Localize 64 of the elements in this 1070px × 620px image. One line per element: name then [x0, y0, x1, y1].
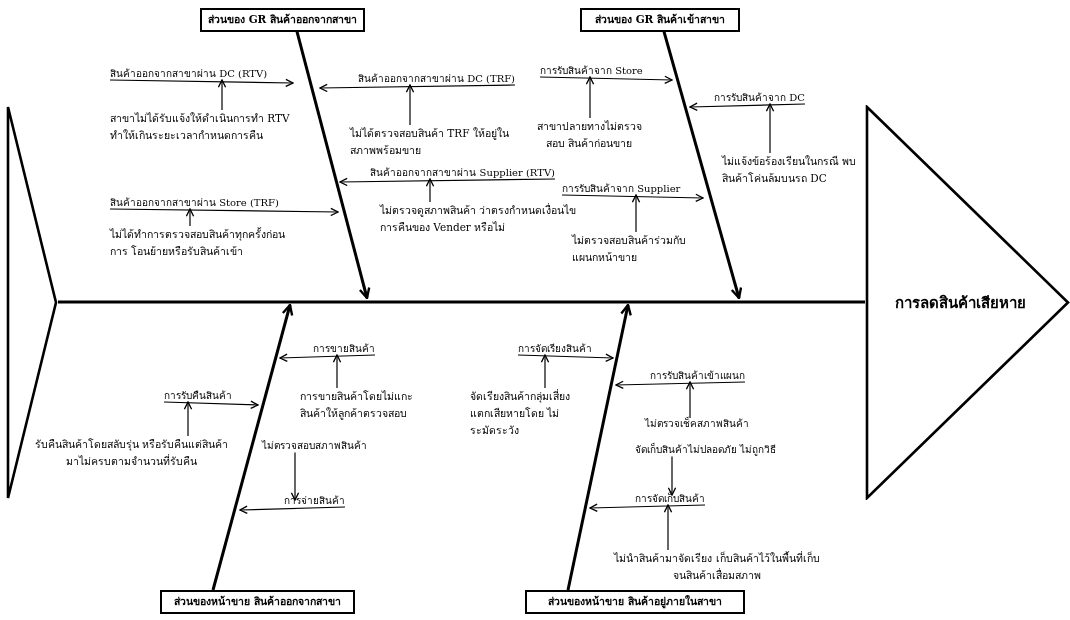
arrow	[765, 103, 775, 154]
arrow	[689, 102, 806, 112]
cause-label: สินค้าออกจากสาขาผ่าน Supplier (RTV)	[370, 166, 555, 179]
arrow	[332, 354, 342, 389]
arrow	[183, 401, 193, 437]
sub-cause-text: สาขาไม่ได้รับแจ้งให้ดำเนินการทำ RTV ทำให้เกินระยะเวลากำหนดการคืน	[110, 110, 305, 144]
sub-cause-text: จัดเรียงสินค้ากลุ่มเสี่ยง แตกเสียหายโดย ไม่ระมัดระวัง	[470, 388, 575, 439]
cause-label: การจ่ายสินค้า	[284, 494, 345, 507]
sub-cause-text: ไม่ได้ตรวจสอบสินค้า TRF ให้อยู่ใน สภาพพร้อมขาย	[350, 125, 510, 159]
spine-line	[58, 300, 865, 304]
cause-label: การจัดเก็บสินค้า	[635, 492, 705, 505]
arrow	[290, 451, 300, 501]
arrow	[319, 83, 516, 93]
arrow	[425, 178, 435, 203]
cause-label: สินค้าออกจากสาขาผ่าน DC (RTV)	[110, 67, 268, 80]
sub-cause-text: รับคืนสินค้าโดยสลับรุ่น หรือรับคืนแต่สินค้า มาไม่ครบตามจำนวนที่รับคืน	[34, 436, 229, 470]
sub-cause-text: ไม่แจ้งข้อร้องเรียนในกรณี พบสินค้าโค่นล้มบนรถ DC	[722, 153, 857, 187]
cause-label: การรับคืนสินค้า	[164, 389, 232, 402]
bone-arrow	[295, 31, 371, 300]
cause-label: การรับสินค้าเข้าแผนก	[650, 369, 745, 382]
cause-label: การรับสินค้าจาก Store	[540, 64, 643, 77]
arrow	[685, 381, 695, 419]
cause-label: การรับสินค้าจาก DC	[714, 91, 805, 104]
arrow	[279, 353, 376, 363]
arrow	[339, 177, 556, 187]
arrow	[217, 79, 227, 111]
category-box: ส่วนของ GR สินค้าออกจากสาขา	[200, 8, 365, 32]
sub-cause-text: สาขาปลายทางไม่ตรวจสอบ สินค้าก่อนขาย	[530, 118, 648, 152]
cause-label: สินค้าออกจากสาขาผ่าน Store (TRF)	[110, 196, 279, 209]
arrow	[405, 84, 415, 126]
arrow	[667, 455, 677, 496]
cause-label: การขายสินค้า	[313, 342, 375, 355]
sub-cause-text: ไม่นำสินค้ามาจัดเรียง เก็บสินค้าไว้ในพื้นที่เก็บ จนสินค้าเสื่อมสภาพ	[612, 550, 822, 584]
bone-arrow	[211, 303, 294, 591]
bone-arrow	[566, 303, 632, 591]
category-box: ส่วนของหน้าขาย สินค้าออกจากสาขา	[160, 590, 355, 614]
arrow	[585, 76, 595, 119]
category-box: ส่วนของหน้าขาย สินค้าอยู่ภายในสาขา	[525, 590, 745, 614]
arrow	[615, 380, 746, 390]
sub-cause-text: การขายสินค้าโดยไม่แกะ สินค้าให้ลูกค้าตรวจสอบ	[300, 388, 435, 422]
cause-label: การจัดเรียงสินค้า	[518, 342, 592, 355]
sub-cause-text: ไม่ตรวจสอบสภาพสินค้า	[262, 440, 367, 453]
category-box: ส่วนของ GR สินค้าเข้าสาขา	[580, 8, 740, 32]
bone-arrow	[662, 31, 743, 300]
arrow	[539, 75, 673, 85]
effect-text: การลดสินค้าเสียหาย	[895, 292, 1026, 314]
arrow	[589, 503, 706, 513]
arrow	[163, 400, 259, 410]
arrow	[517, 353, 614, 363]
head-triangle	[865, 105, 1070, 500]
arrow	[109, 78, 294, 88]
arrow	[561, 193, 704, 203]
sub-cause-text: ไม่ตรวจสอบสินค้าร่วมกับ แผนกหน้าขาย	[572, 232, 692, 266]
sub-cause-text: ไม่ได้ทำการตรวจสอบสินค้าทุกครั้งก่อนการ โอนย้ายหรือรับสินค้าเข้า	[110, 226, 302, 260]
cause-label: การรับสินค้าจาก Supplier	[562, 182, 681, 195]
arrow	[239, 505, 346, 515]
arrow	[109, 207, 339, 217]
cause-label: สินค้าออกจากสาขาผ่าน DC (TRF)	[358, 72, 515, 85]
sub-cause-text: ไม่ตรวจเช็คสภาพสินค้า	[645, 418, 749, 431]
sub-cause-text: จัดเก็บสินค้าไม่ปลอดภัย ไม่ถูกวิธี	[635, 444, 777, 457]
arrow	[631, 194, 641, 233]
arrow	[540, 354, 550, 389]
arrow	[663, 504, 673, 551]
arrow	[185, 208, 195, 227]
